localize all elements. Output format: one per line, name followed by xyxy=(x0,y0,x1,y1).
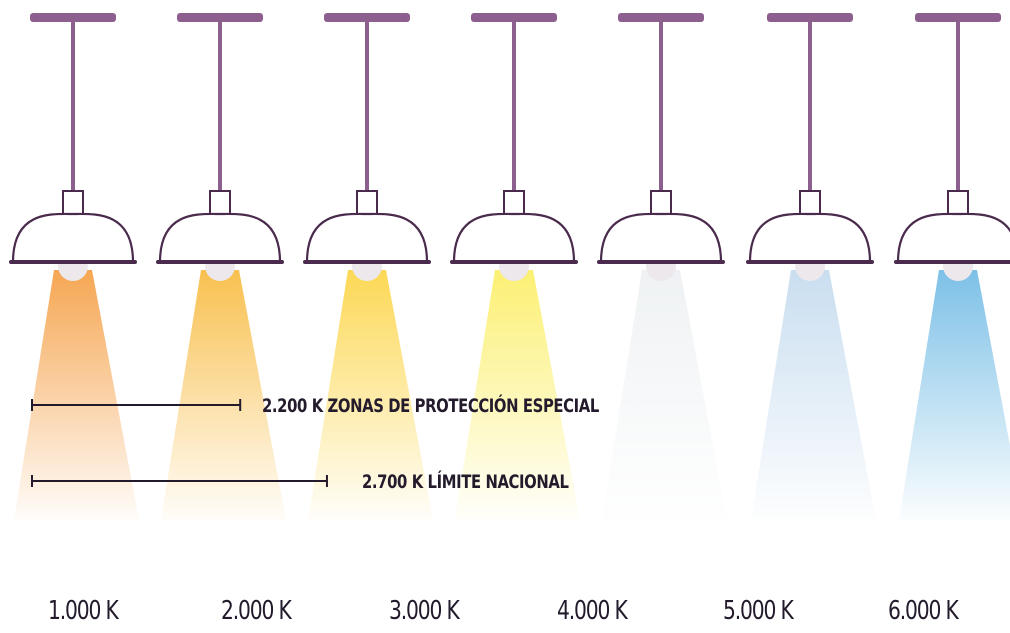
lamp-shade xyxy=(11,212,135,264)
light-beam xyxy=(14,270,139,520)
light-beams xyxy=(14,270,1010,520)
light-beam xyxy=(161,270,286,520)
lamp-shade xyxy=(158,212,282,264)
light-beam xyxy=(455,270,580,520)
cable xyxy=(808,20,812,192)
cable xyxy=(659,20,663,192)
lamp xyxy=(450,13,578,281)
lamp-shade xyxy=(305,212,429,264)
lamp xyxy=(746,13,874,281)
limit-line xyxy=(31,475,328,487)
limit-label-special-zones: 2.200 K ZONAS DE PROTECCIÓN ESPECIAL xyxy=(262,395,599,417)
ceiling-mount xyxy=(471,13,557,22)
light-beam xyxy=(308,270,433,520)
limit-lines xyxy=(31,399,328,487)
ceiling-mount xyxy=(618,13,704,22)
limit-line xyxy=(31,399,242,411)
socket xyxy=(209,190,231,216)
socket xyxy=(799,190,821,216)
scale-label-5000k: 5.000 K xyxy=(723,596,794,626)
cable xyxy=(512,20,516,192)
light-beam xyxy=(899,270,1010,520)
scale-label-2000k: 2.000 K xyxy=(221,596,292,626)
ceiling-mount xyxy=(915,13,1001,22)
lamp-shade xyxy=(452,212,576,264)
cable xyxy=(218,20,222,192)
ceiling-mount xyxy=(767,13,853,22)
socket xyxy=(650,190,672,216)
scale-label-3000k: 3.000 K xyxy=(389,596,460,626)
lamp-shade xyxy=(896,212,1010,264)
scale-label-1000k: 1.000 K xyxy=(48,596,119,626)
socket xyxy=(503,190,525,216)
lamps xyxy=(9,13,1010,281)
lamp xyxy=(156,13,284,281)
socket xyxy=(62,190,84,216)
scale-label-4000k: 4.000 K xyxy=(557,596,628,626)
socket xyxy=(356,190,378,216)
cable xyxy=(956,20,960,192)
light-beam xyxy=(602,270,727,520)
cable xyxy=(71,20,75,192)
ceiling-mount xyxy=(324,13,410,22)
lamp xyxy=(597,13,725,281)
light-beam xyxy=(751,270,876,520)
scale-label-6000k: 6.000 K xyxy=(888,596,959,626)
lamp xyxy=(9,13,137,281)
cable xyxy=(365,20,369,192)
lamp-shade xyxy=(599,212,723,264)
socket xyxy=(947,190,969,216)
ceiling-mount xyxy=(30,13,116,22)
lamp xyxy=(894,13,1010,281)
lamp xyxy=(303,13,431,281)
lamp-shade xyxy=(748,212,872,264)
ceiling-mount xyxy=(177,13,263,22)
limit-label-national: 2.700 K LÍMITE NACIONAL xyxy=(362,471,569,493)
